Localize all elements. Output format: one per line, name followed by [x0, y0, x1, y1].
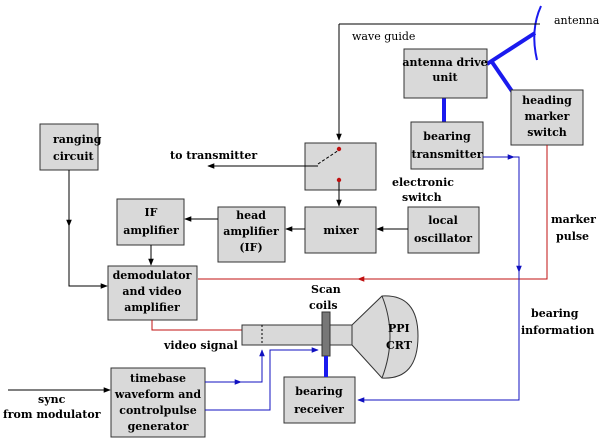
head-amplifier-block: head amplifier (IF)	[217, 206, 286, 263]
marker-pulse-label-1: marker	[551, 213, 596, 226]
video-signal-label: video signal	[163, 339, 238, 352]
electronic-switch-label-2: switch	[402, 191, 442, 204]
timebase-generator-block: timebase waveform and controlpulse gener…	[110, 367, 206, 438]
wave-guide-label: wave guide	[352, 30, 415, 43]
crt-screen	[351, 295, 419, 379]
crt-neck	[241, 324, 353, 346]
bearing-information-label-1: bearing	[531, 307, 579, 320]
demod-line3: amplifier	[124, 301, 180, 314]
timebase-line2: waveform and	[114, 388, 201, 401]
antenna-drive-unit-block: antenna drive unit	[402, 48, 488, 99]
switch-contact-bottom	[336, 177, 342, 183]
bearing-transmitter-block: bearing transmitter	[410, 121, 484, 170]
bearing-receiver-line1: bearing	[295, 385, 343, 398]
timebase-line4: generator	[128, 420, 189, 433]
to-transmitter-label: to transmitter	[170, 149, 257, 162]
ranging-to-demod-arrow	[68, 170, 108, 289]
if-amp-line1: IF	[145, 206, 158, 219]
switch-blade	[317, 149, 340, 165]
local-oscillator-line1: local	[428, 214, 458, 227]
bearing-receiver-block: bearing receiver	[283, 376, 356, 424]
mixer-block: mixer	[304, 206, 377, 254]
switch-contact-top	[336, 146, 342, 152]
demod-line2: and video	[122, 285, 181, 298]
antenna-dish-icon	[533, 5, 542, 61]
bearing-transmitter-line1: bearing	[423, 130, 471, 143]
marker-pulse-line	[357, 145, 548, 282]
heading-marker-line1: heading	[522, 94, 572, 107]
ppi-label-line1: PPI	[388, 322, 410, 335]
heading-marker-line2: marker	[525, 110, 570, 123]
heading-marker-line3: switch	[527, 126, 567, 139]
bearing-receiver-line2: receiver	[294, 403, 344, 416]
if-amplifier-block: IF amplifier	[116, 198, 185, 246]
if-amp-line2: amplifier	[123, 224, 179, 237]
antenna-label: antenna	[554, 14, 600, 27]
antenna-drive-line1: antenna drive	[402, 56, 487, 69]
timebase-control-line	[205, 347, 319, 411]
ranging-line1: ranging	[53, 133, 102, 146]
head-amp-line2: amplifier	[223, 225, 279, 238]
ranging-circuit-block: ranging circuit	[39, 123, 102, 171]
antenna-to-drive-link	[485, 31, 537, 66]
sync-label-2: from modulator	[3, 408, 101, 421]
demod-line1: demodulator	[113, 269, 192, 282]
local-oscillator-block: local oscillator	[407, 206, 480, 254]
marker-pulse-label-2: pulse	[556, 230, 589, 243]
scan-coils-label-1: Scan	[311, 283, 341, 296]
scan-coils-label-2: coils	[309, 299, 338, 312]
ppi-label-line2: CRT	[386, 339, 413, 352]
ranging-line2: circuit	[53, 150, 95, 163]
demodulator-block: demodulator and video amplifier	[107, 265, 198, 321]
crt-tube: PPI CRT	[241, 295, 419, 379]
bearing-transmitter-line2: transmitter	[412, 148, 483, 161]
local-oscillator-line2: oscillator	[414, 232, 472, 245]
mixer-label: mixer	[323, 224, 358, 237]
timebase-line3: controlpulse	[119, 404, 196, 417]
scan-coils	[321, 311, 331, 357]
heading-marker-switch-block: heading marker switch	[510, 89, 584, 146]
antenna-drive-line2: unit	[432, 71, 458, 84]
timebase-line1: timebase	[130, 372, 186, 385]
head-amp-line3: (IF)	[239, 241, 262, 254]
head-amp-line1: head	[236, 209, 266, 222]
crt-face-curve	[381, 295, 391, 379]
sync-label-1: sync	[38, 393, 66, 406]
bearing-information-label-2: information	[521, 324, 594, 337]
electronic-switch-label-1: electronic	[392, 176, 454, 189]
timebase-to-crt-line	[241, 349, 265, 383]
